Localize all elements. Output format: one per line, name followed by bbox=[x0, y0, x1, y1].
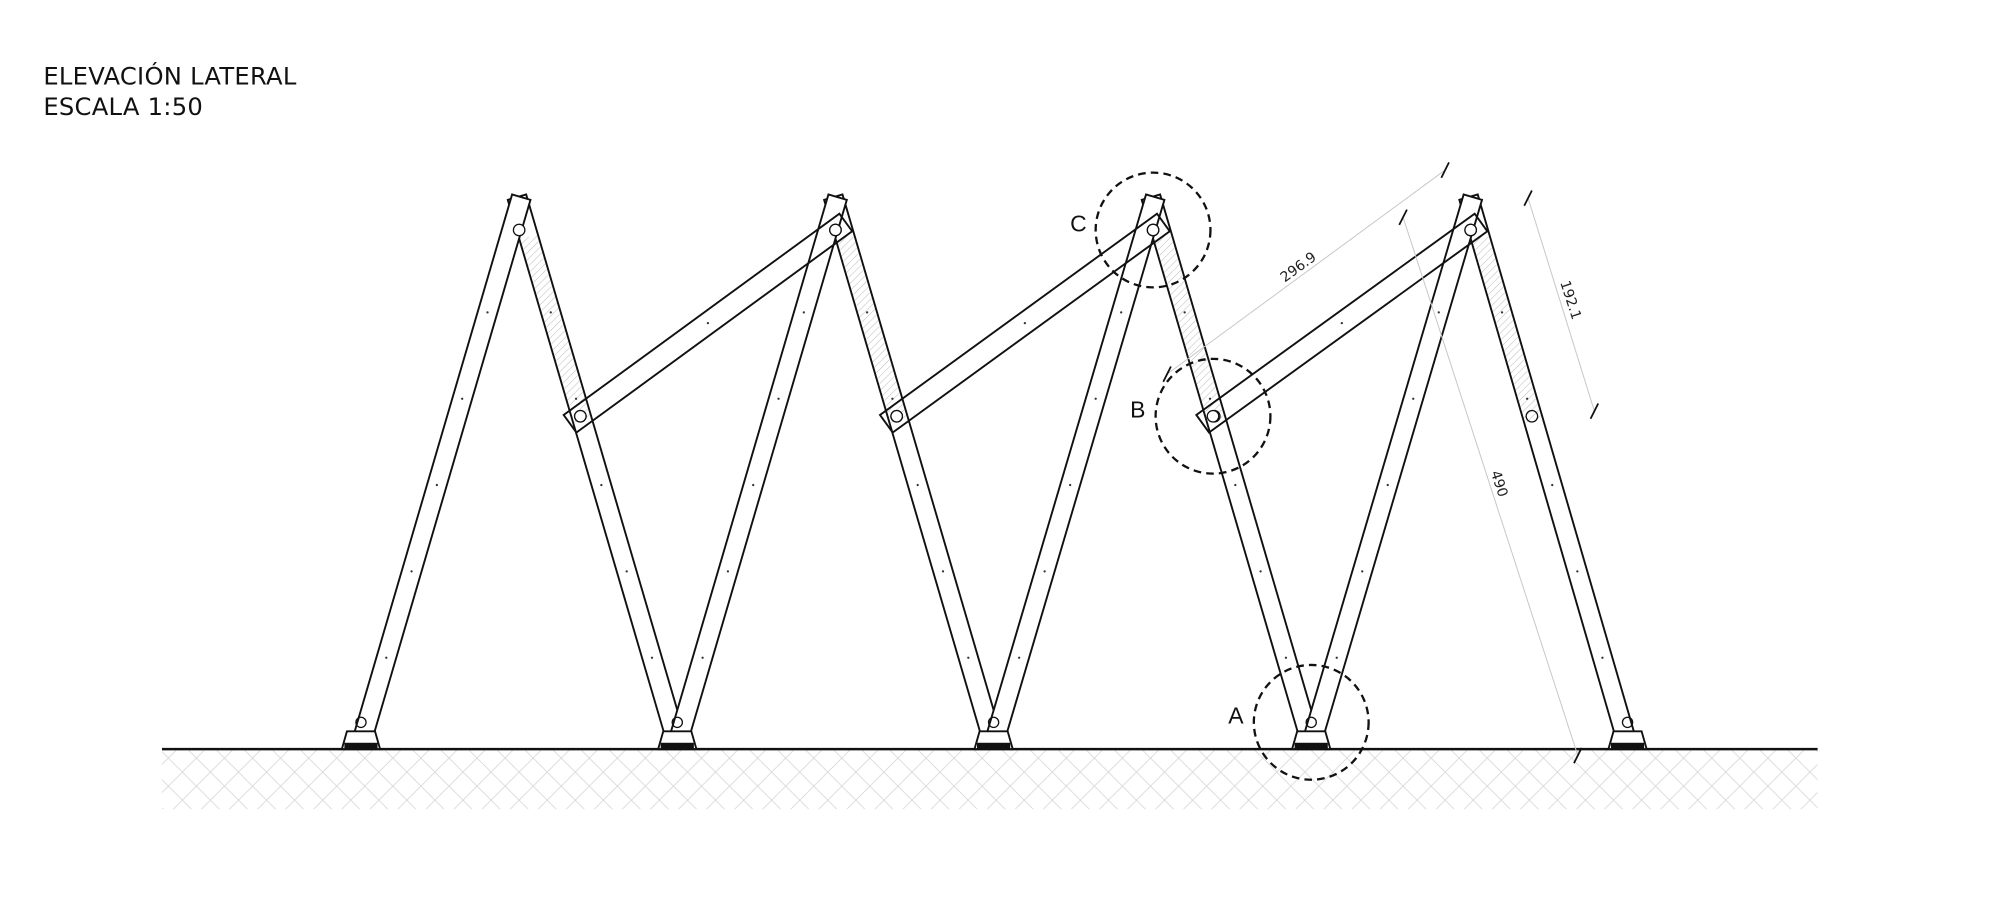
dimension-lines bbox=[1162, 162, 1600, 764]
nail-dot bbox=[1525, 397, 1529, 400]
nail-dot bbox=[1043, 570, 1046, 573]
nail-dot bbox=[1361, 570, 1364, 573]
timber-members bbox=[340, 193, 1648, 751]
nail-dot bbox=[650, 656, 654, 659]
timber-leg-left bbox=[983, 193, 1166, 748]
nail-dot bbox=[435, 483, 439, 487]
nail-dot bbox=[1023, 321, 1027, 325]
timber-leg-left bbox=[1300, 193, 1484, 748]
nail-dot bbox=[1094, 397, 1097, 400]
nail-dot bbox=[1551, 483, 1554, 487]
dimension-leg-length: 490 bbox=[1487, 469, 1510, 499]
nail-dot bbox=[967, 656, 970, 659]
dimension-tick bbox=[1523, 190, 1533, 207]
pin-bolt bbox=[1464, 223, 1478, 237]
nail-dot bbox=[706, 321, 710, 325]
nail-dot bbox=[941, 570, 945, 573]
drawing-title: ELEVACIÓN LATERAL bbox=[43, 61, 297, 91]
dimension-tick bbox=[1440, 162, 1450, 179]
nail-dot bbox=[410, 570, 413, 573]
nail-dot bbox=[1340, 321, 1343, 325]
nail-dot bbox=[549, 311, 552, 314]
dimension-tick bbox=[1573, 747, 1583, 764]
base-plate bbox=[1610, 742, 1645, 750]
nail-dot bbox=[1601, 656, 1604, 659]
nail-dot bbox=[891, 397, 894, 400]
drawing-scale: ESCALA 1:50 bbox=[43, 93, 203, 121]
base-pin bbox=[671, 716, 684, 729]
base-pin bbox=[1621, 716, 1634, 729]
pin-bolt bbox=[1525, 409, 1539, 423]
pin-bolt bbox=[890, 409, 904, 423]
nail-dot bbox=[777, 397, 780, 400]
timber-leg-left bbox=[350, 193, 532, 748]
dimension-brace-length: 296.9 bbox=[1278, 249, 1320, 286]
detail-circle-b bbox=[1154, 357, 1272, 475]
hatched-leg-segment bbox=[1154, 234, 1225, 423]
nail-dot bbox=[1576, 570, 1579, 573]
nail-dot bbox=[1412, 397, 1415, 400]
base-plate bbox=[1294, 742, 1328, 750]
dimension-line-leg bbox=[1402, 217, 1579, 756]
nail-dot bbox=[1386, 483, 1389, 487]
nail-dot bbox=[385, 656, 388, 659]
nail-dot bbox=[1183, 311, 1186, 314]
nail-dot bbox=[1069, 483, 1072, 487]
nail-dot bbox=[600, 483, 603, 487]
diagonal-brace bbox=[878, 212, 1172, 434]
nail-dot bbox=[752, 483, 755, 487]
nail-dot bbox=[625, 570, 628, 573]
nail-dot bbox=[1284, 656, 1288, 659]
detail-label-a: A bbox=[1228, 703, 1244, 729]
detail-circle-c bbox=[1094, 171, 1212, 289]
nail-dot bbox=[1259, 570, 1262, 573]
nail-dot bbox=[461, 397, 464, 400]
dimension-upper-leg: 192.1 bbox=[1556, 279, 1584, 322]
pin-bolt bbox=[1146, 223, 1160, 237]
nail-dot bbox=[1437, 311, 1440, 314]
base-plate bbox=[660, 742, 694, 750]
timber-leg-left bbox=[666, 193, 848, 748]
diagonal-brace bbox=[562, 212, 854, 434]
nail-dot bbox=[865, 311, 869, 314]
nail-dot bbox=[1017, 656, 1021, 659]
nail-dot bbox=[486, 311, 489, 314]
diagonal-brace bbox=[1194, 212, 1489, 434]
dimension-line-brace bbox=[1166, 169, 1446, 375]
hatched-leg-segment bbox=[520, 234, 591, 423]
nail-dot bbox=[1335, 656, 1338, 659]
dimension-tick bbox=[1398, 209, 1408, 226]
nail-dot bbox=[726, 570, 730, 573]
nail-dot bbox=[574, 397, 578, 400]
detail-circle-a bbox=[1252, 663, 1370, 781]
nail-dot bbox=[701, 656, 704, 659]
nail-dot bbox=[802, 311, 805, 314]
detail-label-b: B bbox=[1130, 397, 1145, 423]
dimension-tick bbox=[1162, 366, 1172, 383]
nail-dot bbox=[1500, 311, 1504, 314]
nail-dot bbox=[1120, 311, 1123, 314]
nail-dot bbox=[1208, 397, 1212, 400]
pin-bolt bbox=[512, 223, 526, 237]
dimension-line-upper-leg bbox=[1527, 197, 1595, 412]
ground-hatch bbox=[161, 750, 1818, 810]
dimension-tick bbox=[1589, 403, 1600, 420]
base-plate bbox=[977, 742, 1011, 750]
base-pin bbox=[987, 716, 1000, 729]
detail-label-c: C bbox=[1070, 210, 1087, 236]
base-pin bbox=[355, 716, 367, 729]
nail-dot bbox=[1234, 483, 1237, 487]
pin-bolt bbox=[1206, 409, 1220, 423]
base-plate bbox=[344, 742, 378, 750]
pin-bolt bbox=[829, 223, 842, 237]
pin-bolt bbox=[573, 409, 587, 423]
base-pin bbox=[1305, 716, 1317, 729]
hatched-leg-segment bbox=[836, 234, 907, 423]
nail-dot bbox=[916, 483, 919, 487]
hatched-leg-segment bbox=[1472, 234, 1542, 423]
